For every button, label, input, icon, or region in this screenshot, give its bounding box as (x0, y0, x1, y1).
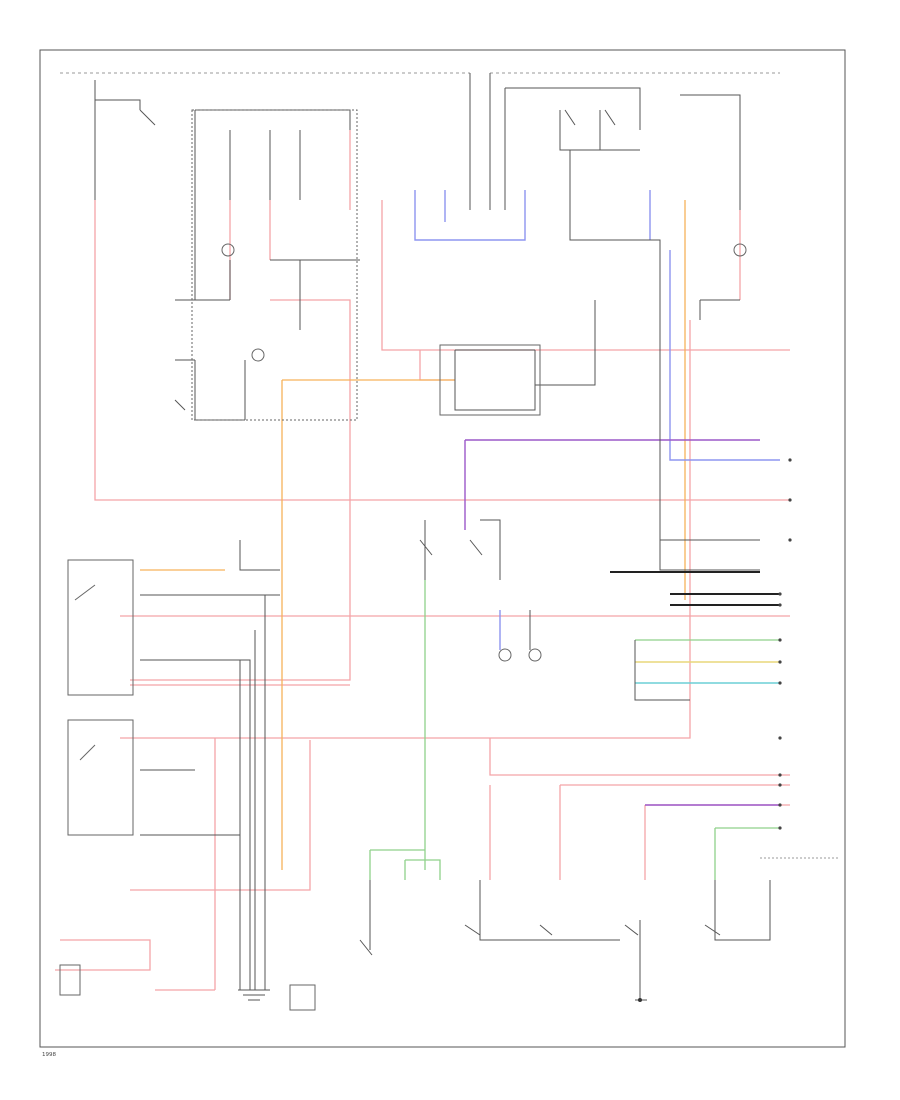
green-wires (369, 580, 780, 880)
purple-wires (464, 439, 780, 806)
black-wires (94, 73, 771, 1000)
fuse-block-top (191, 109, 358, 421)
switch-symbols (139, 109, 721, 956)
ground-point (638, 998, 642, 1002)
ground-symbols (238, 989, 647, 1001)
red-wires (55, 130, 790, 991)
diagram-border (39, 49, 846, 1048)
orange-wires (140, 200, 686, 870)
sensor-bottom (59, 964, 316, 1011)
headlight-lamps (221, 243, 747, 662)
dark-connectors (610, 571, 780, 606)
connector-terminals (778, 458, 792, 830)
footer-code: 1998 (42, 1052, 56, 1058)
blue-wires (414, 190, 780, 650)
combination-switch-box (439, 344, 541, 416)
relay-left (67, 559, 134, 836)
